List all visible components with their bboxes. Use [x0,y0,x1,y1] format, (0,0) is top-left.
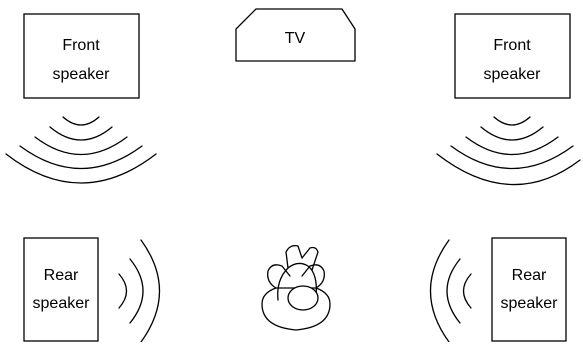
front-right-wave-2 [481,127,543,140]
front-right-wave-5 [437,154,580,185]
rear-left-speaker-label-line1: Rear [44,267,79,284]
front-right-speaker: Front speaker [455,14,570,98]
front-right-wave-1 [494,117,530,125]
rear-right-wave-2 [447,259,460,323]
listener-icon [262,246,330,330]
rear-left-speaker: Rear speaker [24,238,98,341]
front-right-speaker-label-line2: speaker [484,66,542,83]
rear-left-wave-1 [119,274,127,308]
listener-head [288,286,318,310]
front-right-sound-waves [437,117,580,185]
tv: TV [236,9,355,61]
front-left-sound-waves [6,117,156,183]
front-left-wave-4 [20,146,142,169]
tv-label: TV [285,30,306,47]
rear-right-speaker-box [492,238,566,341]
front-left-speaker-label-line2: speaker [53,66,111,83]
rear-left-wave-2 [130,259,143,323]
front-left-speaker-label-line1: Front [62,37,100,54]
rear-left-wave-3 [141,240,160,342]
rear-right-wave-3 [431,240,450,342]
rear-left-speaker-label-line2: speaker [33,295,91,312]
rear-right-speaker: Rear speaker [492,238,566,341]
front-right-wave-4 [451,146,573,169]
front-right-speaker-box [455,14,570,98]
front-right-speaker-label-line1: Front [493,37,531,54]
rear-right-speaker-label-line2: speaker [501,295,559,312]
front-left-speaker-box [24,14,139,98]
rear-left-sound-waves [119,240,160,342]
rear-left-speaker-box [24,238,98,341]
rear-right-speaker-label-line1: Rear [512,267,547,284]
front-left-speaker: Front speaker [24,14,139,98]
rear-right-wave-1 [464,274,472,308]
rear-right-sound-waves [431,240,472,342]
front-left-wave-2 [50,127,112,140]
front-left-wave-1 [63,117,99,125]
